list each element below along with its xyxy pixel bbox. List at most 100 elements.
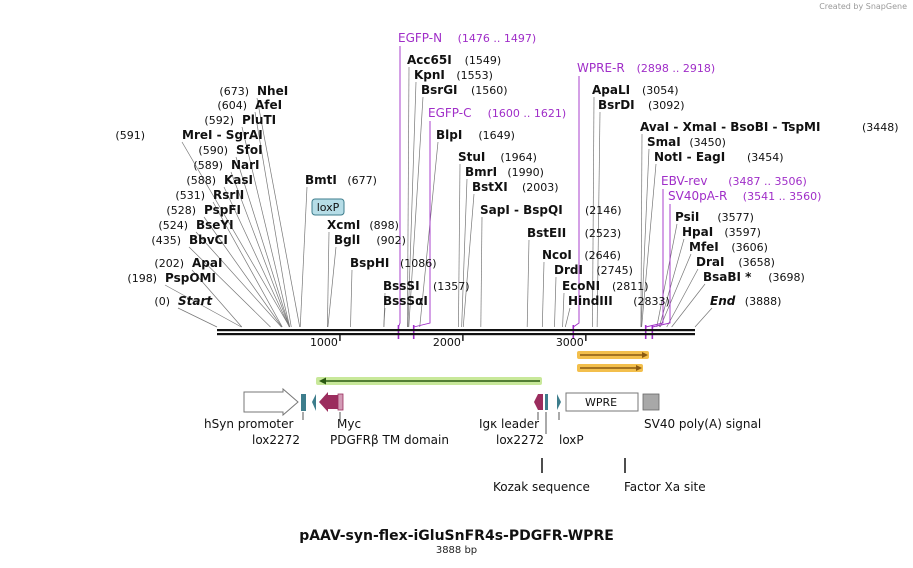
restriction-site-name[interactable]: Acc65I [407, 53, 452, 67]
restriction-site-name[interactable]: BglI [334, 233, 360, 247]
restriction-site-name[interactable]: PspOMI [165, 271, 216, 285]
loxp-tag[interactable]: loxP [311, 198, 345, 216]
primer-range: (3487 .. 3506) [728, 175, 807, 188]
restriction-site-name[interactable]: BsaBI * [703, 270, 752, 284]
site-leader-lines [164, 46, 713, 339]
restriction-site-name[interactable]: PspFI [204, 203, 241, 217]
restriction-site-name[interactable]: BmtI [305, 173, 337, 187]
restriction-site-position: (589) [193, 159, 223, 172]
primer-name[interactable]: EBV-rev [661, 174, 707, 188]
restriction-site-name[interactable]: End [710, 294, 736, 308]
restriction-site-name[interactable]: BspHI [350, 256, 389, 270]
site-leader-line [462, 193, 475, 328]
restriction-site-name[interactable]: NheI [257, 84, 288, 98]
pdgfr-tm-domain-arrow[interactable] [319, 392, 338, 412]
feature-label-igk-leader: Igκ leader [479, 417, 539, 431]
restriction-site-name[interactable]: DraI [696, 255, 724, 269]
sv40-polya-box[interactable] [642, 393, 660, 411]
restriction-site-position: (1086) [400, 257, 437, 270]
restriction-site-position: (673) [219, 85, 249, 98]
restriction-site-name[interactable]: BsrDI [598, 98, 635, 112]
feature-highlight-arrows [577, 351, 649, 372]
restriction-site-name[interactable]: BstEII [527, 226, 566, 240]
site-leader-line [235, 156, 290, 328]
restriction-site-name[interactable]: PluTI [242, 113, 276, 127]
restriction-site-name[interactable]: BssSI [383, 279, 420, 293]
restriction-site-name[interactable]: SfoI [236, 143, 263, 157]
restriction-site-position: (2811) [612, 280, 649, 293]
restriction-site-name[interactable]: KasI [224, 173, 253, 187]
backbone-bar-top [217, 329, 695, 332]
restriction-site-name[interactable]: SmaI [647, 135, 681, 149]
site-leader-line [408, 96, 424, 328]
ruler-tick-label: 3000 [556, 336, 584, 349]
restriction-site-name[interactable]: AfeI [255, 98, 282, 112]
restriction-site-name[interactable]: SapI - BspQI [480, 203, 563, 217]
restriction-site-position: (1553) [456, 69, 493, 82]
restriction-site-name[interactable]: MfeI [689, 240, 719, 254]
restriction-site-name[interactable]: BsrGI [421, 83, 458, 97]
site-leader-line [181, 141, 290, 328]
orf-arrow-green-head [319, 377, 326, 385]
site-leader-line [230, 171, 290, 328]
site-leader-line [458, 163, 461, 328]
restriction-site-name[interactable]: AvaI - XmaI - BsoBI - TspMI [640, 120, 820, 134]
restriction-site-name[interactable]: ApaI [192, 256, 222, 270]
primer-name[interactable]: WPRE-R [577, 61, 625, 75]
restriction-site-name[interactable]: EcoNI [562, 279, 600, 293]
primer-name[interactable]: EGFP-N [398, 31, 442, 45]
restriction-site-name[interactable]: BstXI [472, 180, 508, 194]
restriction-site-position: (528) [166, 204, 196, 217]
restriction-site-position: (3092) [648, 99, 685, 112]
site-leader-line [164, 284, 242, 328]
restriction-site-position: (3597) [724, 226, 761, 239]
restriction-site-name[interactable]: KpnI [414, 68, 445, 82]
sequence-backbone [217, 329, 695, 336]
restriction-site-name[interactable]: BbvCI [189, 233, 228, 247]
hsyn-promoter-arrow[interactable] [243, 387, 299, 417]
site-leader-line [407, 66, 410, 328]
restriction-site-name[interactable]: DrdI [554, 263, 583, 277]
restriction-site-name[interactable]: RsrII [213, 188, 244, 202]
restriction-site-name[interactable]: NcoI [542, 248, 572, 262]
myc-tag-box[interactable] [337, 393, 344, 411]
lox2272-box-right[interactable] [545, 394, 548, 410]
restriction-site-position: (0) [154, 295, 170, 308]
site-leader-line [327, 246, 337, 328]
restriction-site-name[interactable]: PsiI [675, 210, 699, 224]
restriction-site-name[interactable]: NarI [231, 158, 260, 172]
restriction-site-name[interactable]: XcmI [327, 218, 360, 232]
site-leader-line [383, 307, 386, 328]
primer-name[interactable]: SV40pA-R [668, 189, 727, 203]
feature-label-loxp: loxP [559, 433, 584, 447]
site-leader-line [407, 81, 417, 328]
primer-range: (3541 .. 3560) [743, 190, 822, 203]
highlight-arrow-1-head [642, 352, 648, 358]
restriction-site-name[interactable]: BssSαI [383, 294, 428, 308]
ig-kappa-leader-arrow[interactable] [534, 394, 543, 410]
wpre-box[interactable] [565, 392, 639, 412]
site-leader-line [564, 307, 571, 328]
lox2272-marker-left[interactable] [312, 394, 316, 411]
restriction-site-position: (1964) [500, 151, 537, 164]
site-labels: Start(0)PspOMI(198)ApaI(202)BbvCI(435)Bs… [115, 31, 898, 308]
orf-arrow-green[interactable] [316, 377, 542, 385]
site-leader-line [177, 307, 218, 328]
restriction-site-name[interactable]: Start [178, 294, 213, 308]
restriction-site-name[interactable]: MreI - SgrAI [182, 128, 263, 142]
restriction-site-position: (1560) [471, 84, 508, 97]
restriction-site-name[interactable]: HindIII [568, 294, 613, 308]
restriction-site-name[interactable]: NotI - EagI [654, 150, 725, 164]
restriction-site-name[interactable]: BseYI [196, 218, 234, 232]
restriction-site-name[interactable]: ApaLI [592, 83, 630, 97]
restriction-site-position: (1549) [465, 54, 502, 67]
restriction-site-name[interactable]: BlpI [436, 128, 462, 142]
primer-range: (1476 .. 1497) [458, 32, 537, 45]
restriction-site-name[interactable]: StuI [458, 150, 485, 164]
lox2272-box-left[interactable] [301, 394, 306, 411]
restriction-site-name[interactable]: HpaI [682, 225, 713, 239]
restriction-site-position: (198) [127, 272, 157, 285]
loxp-marker-right[interactable] [557, 394, 561, 410]
restriction-site-name[interactable]: BmrI [465, 165, 497, 179]
primer-name[interactable]: EGFP-C [428, 106, 471, 120]
